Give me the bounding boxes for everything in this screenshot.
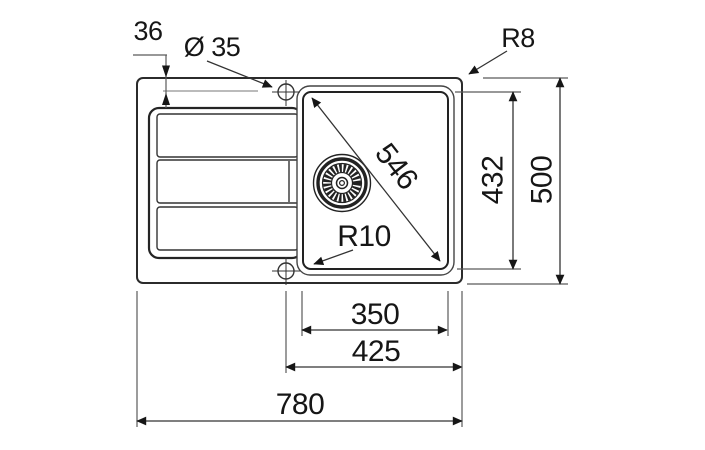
dim-bowl-section-width-label: 425 xyxy=(352,335,401,368)
dim-bowl-inner-width-label: 350 xyxy=(351,298,400,331)
faucet-hole-top xyxy=(272,80,300,106)
dim-bowl-inner-width: 350 xyxy=(301,291,449,336)
dim-faucet-offset-label: 36 xyxy=(133,16,162,46)
dim-outer-corner-radius-label: R8 xyxy=(501,23,535,53)
dim-faucet-hole-diameter: Ø 35 xyxy=(184,32,273,88)
dim-bowl-inner-depth: 432 xyxy=(455,91,521,270)
faucet-hole-bottom xyxy=(272,257,300,285)
dim-bowl-corner-radius-label: R10 xyxy=(337,220,391,253)
dim-overall-depth-label: 500 xyxy=(526,156,559,205)
dim-faucet-offset: 36 xyxy=(133,16,170,108)
drain-strainer-inner xyxy=(330,171,354,195)
arrow-down-icon xyxy=(162,65,170,78)
drain-strainer xyxy=(312,153,372,213)
dim-outer-corner-radius: R8 xyxy=(468,23,535,75)
dim-faucet-hole-diameter-label: Ø 35 xyxy=(184,32,241,62)
dim-overall-depth: 500 xyxy=(467,77,568,285)
dim-bowl-section-width: 425 xyxy=(285,291,463,373)
dim-overall-width: 780 xyxy=(136,291,463,427)
dim-bowl-inner-depth-label: 432 xyxy=(477,156,510,205)
arrow-up-icon xyxy=(162,93,170,105)
dim-overall-width-label: 780 xyxy=(276,388,325,421)
